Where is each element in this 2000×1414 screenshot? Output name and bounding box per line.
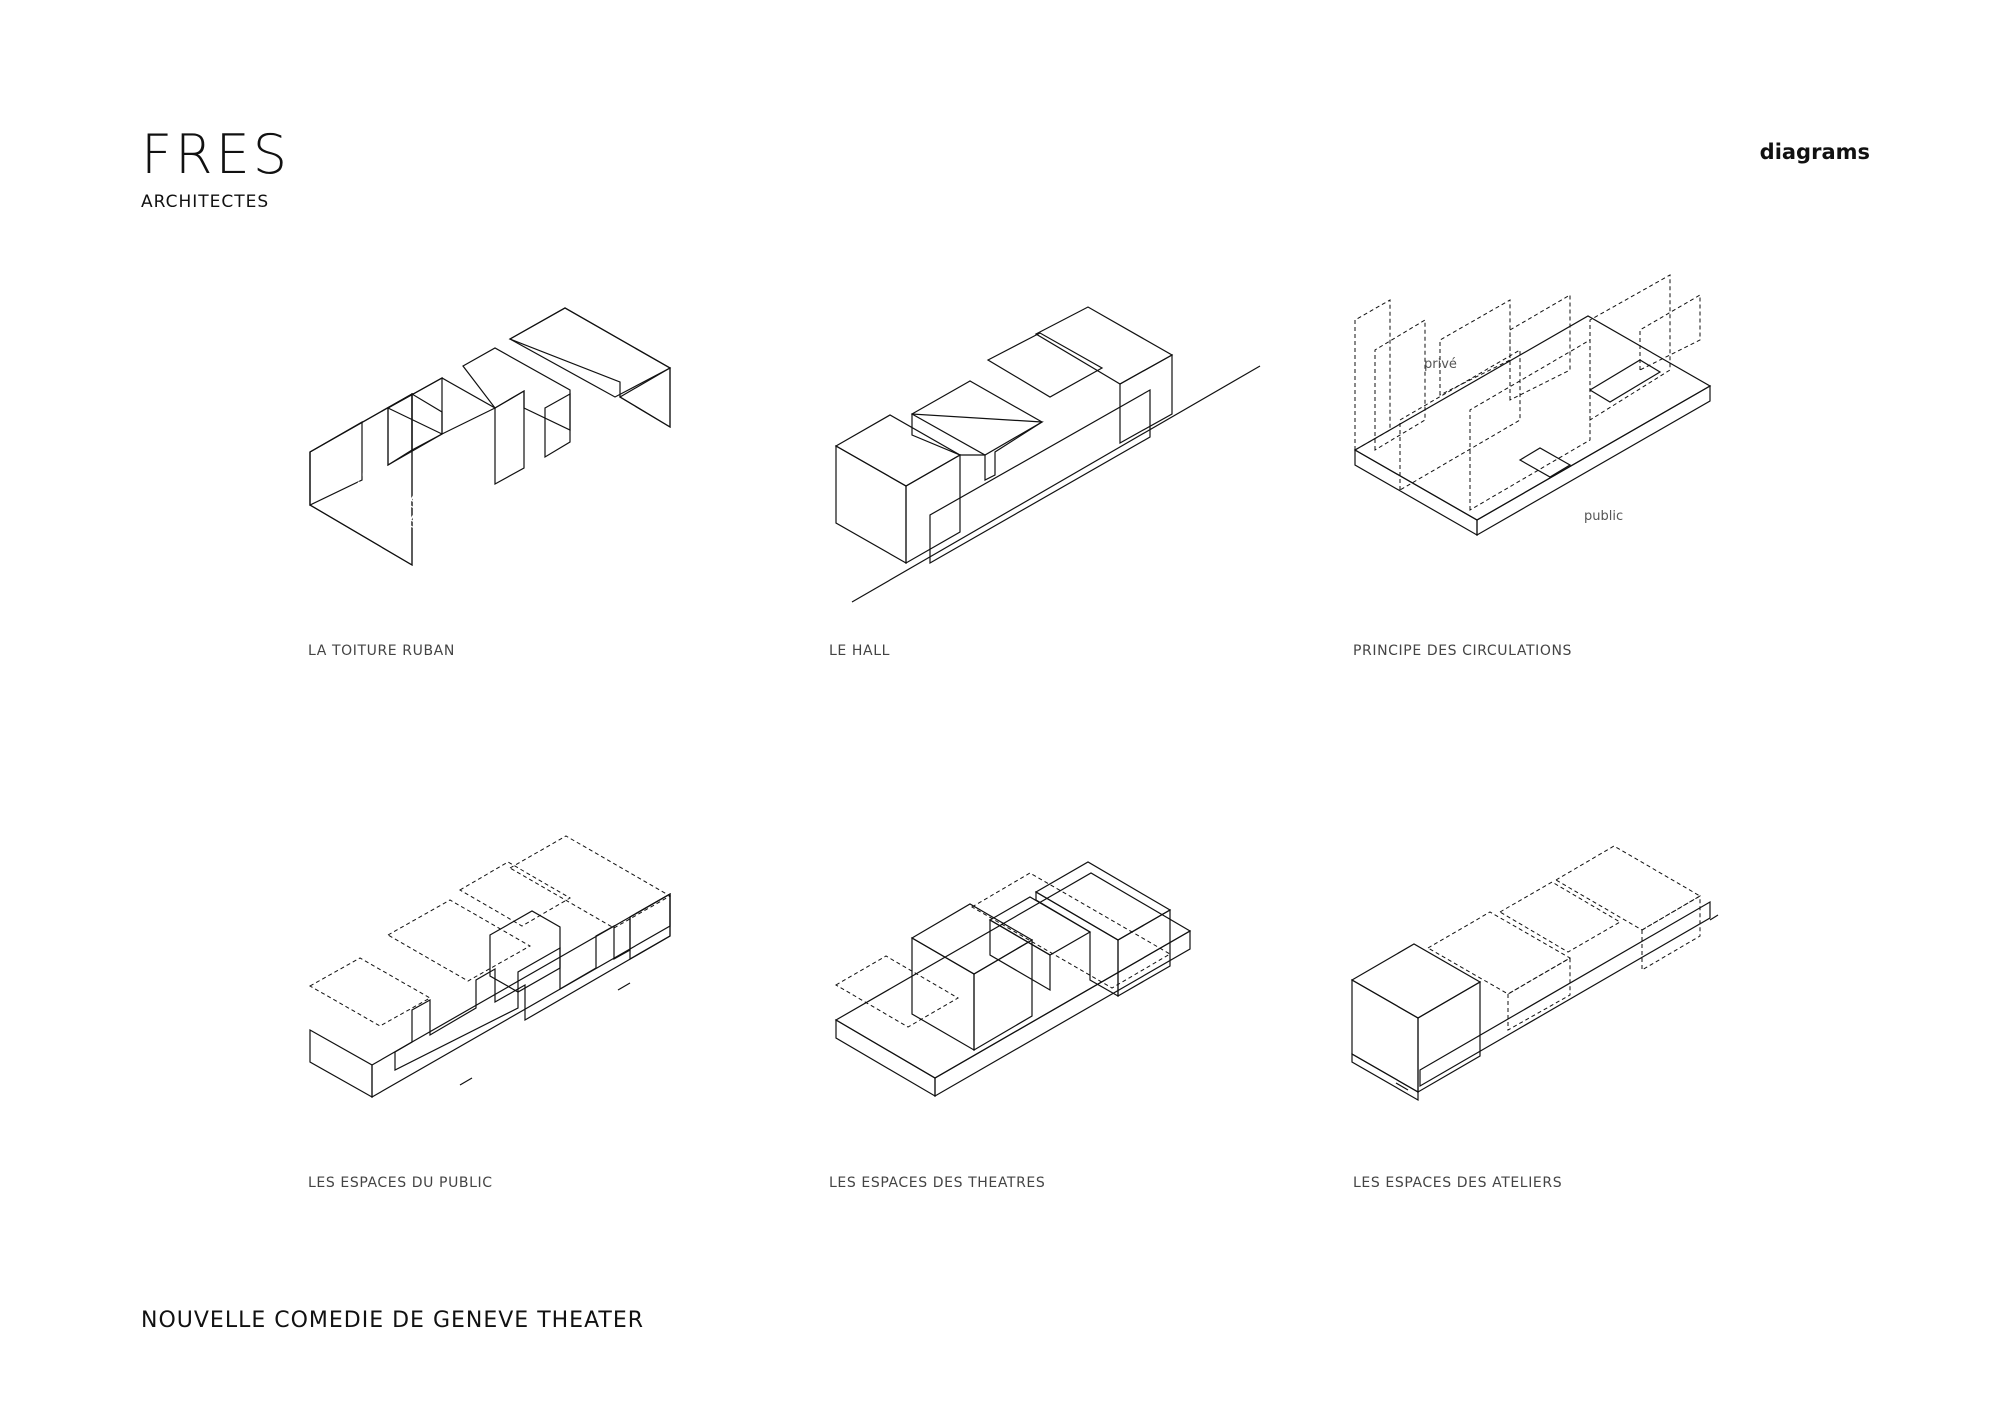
brand-logo: FRES ARCHITECTES bbox=[141, 123, 290, 213]
diagram-toiture-ruban: COMEDIE DEGENEVE bbox=[300, 300, 820, 660]
diagram-circulations-drawing: privé public bbox=[1353, 274, 1712, 537]
diagram-espaces-ateliers-drawing bbox=[1350, 845, 1719, 1102]
diagram-le-hall bbox=[820, 300, 1340, 660]
brand-name: FRES bbox=[141, 123, 290, 186]
diagram-espaces-theatres-drawing bbox=[834, 861, 1192, 1098]
diagram-espaces-public-drawing bbox=[308, 835, 672, 1099]
diagram-espaces-theatres bbox=[820, 840, 1340, 1200]
caption-espaces-public: LES ESPACES DU PUBLIC bbox=[308, 1175, 493, 1191]
caption-espaces-theatres: LES ESPACES DES THEATRES bbox=[829, 1175, 1046, 1191]
project-title: NOUVELLE COMEDIE DE GENEVE THEATER bbox=[141, 1308, 645, 1333]
caption-le-hall: LE HALL bbox=[829, 643, 890, 659]
label-public: public bbox=[1584, 509, 1623, 524]
caption-espaces-ateliers: LES ESPACES DES ATELIERS bbox=[1353, 1175, 1563, 1191]
caption-toiture-ruban: LA TOITURE RUBAN bbox=[308, 643, 455, 659]
diagram-le-hall-drawing bbox=[834, 306, 1261, 603]
diagram-espaces-ateliers bbox=[1340, 840, 1860, 1200]
brand-subtitle: ARCHITECTES bbox=[141, 192, 270, 212]
label-private: privé bbox=[1424, 357, 1457, 372]
diagram-espaces-public bbox=[300, 835, 820, 1200]
caption-circulations: PRINCIPE DES CIRCULATIONS bbox=[1353, 643, 1573, 659]
diagram-toiture-ruban-drawing: COMEDIE DEGENEVE bbox=[309, 307, 672, 567]
section-title: diagrams bbox=[1759, 140, 1870, 164]
diagram-circulations: privé public bbox=[1340, 274, 1860, 660]
